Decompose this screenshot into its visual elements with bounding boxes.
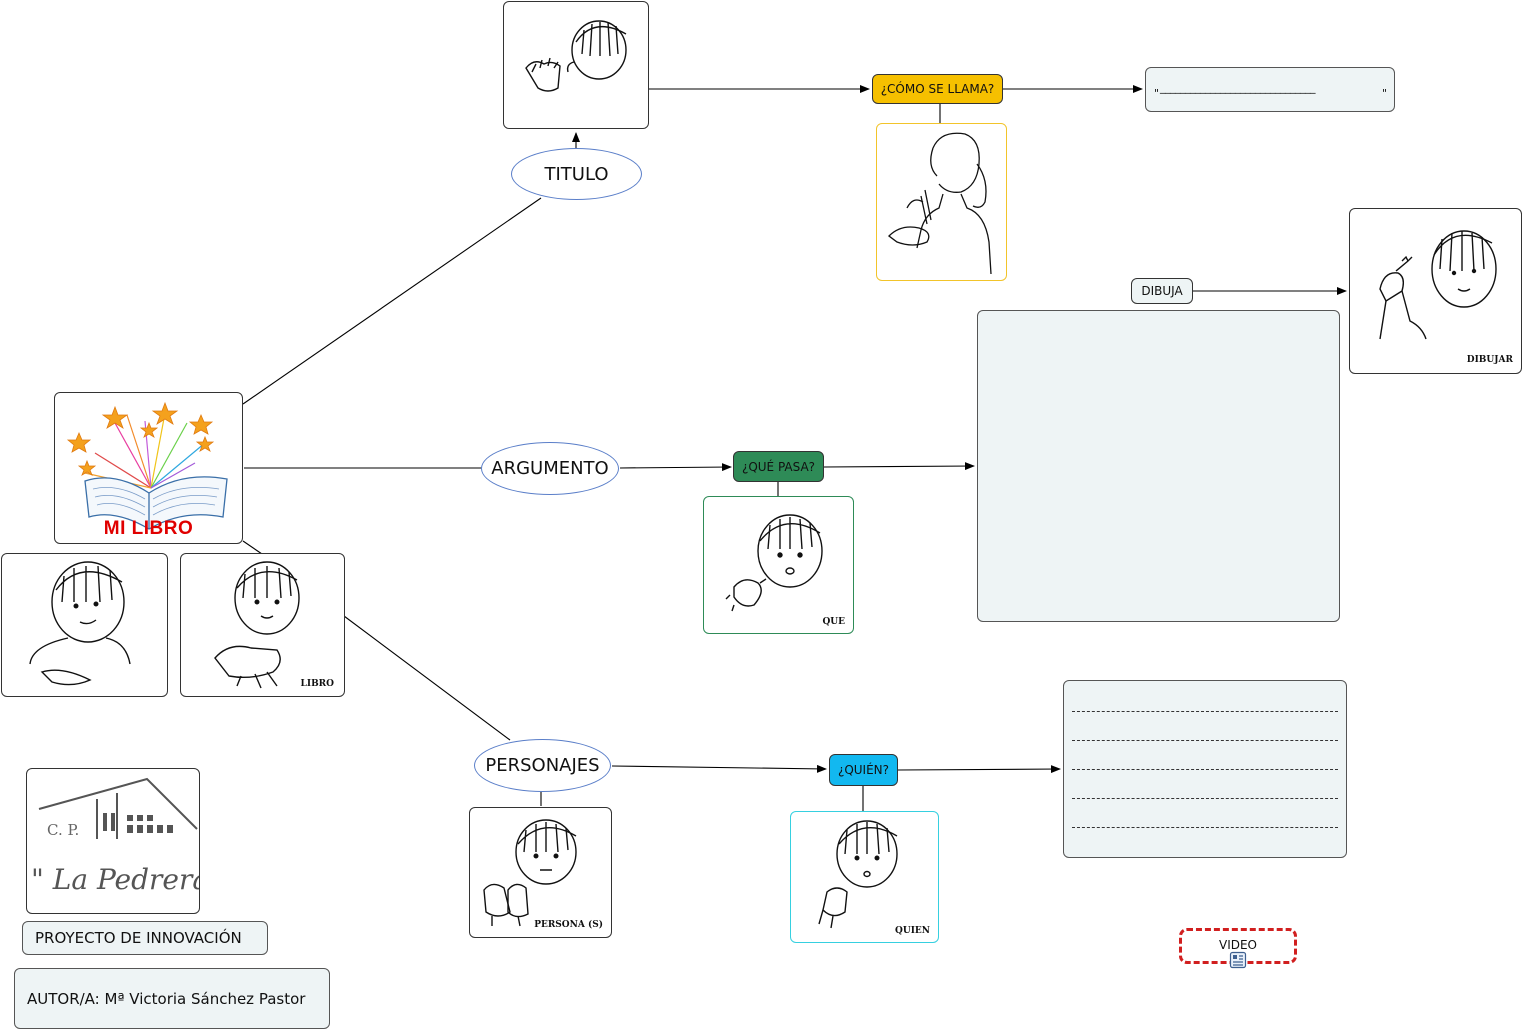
titulo-sign-image: [503, 1, 649, 129]
libro-caption: LIBRO: [300, 679, 334, 689]
school-logo-line1: C. P.: [47, 821, 80, 839]
name-open-quote: ": [1154, 87, 1160, 100]
name-blank-line: _______________________________: [1160, 81, 1316, 94]
dibujar-caption: DIBUJAR: [1466, 355, 1513, 365]
book-fireworks-illustration: [66, 401, 228, 530]
author-text: AUTOR/A: Mª Victoria Sánchez Pastor: [27, 989, 306, 1008]
como-se-llama-sign-image: [876, 123, 1007, 281]
book-name-field[interactable]: " _______________________________ ": [1145, 67, 1395, 112]
central-book-node[interactable]: MI LIBRO: [54, 392, 243, 544]
connector-quien-panel: [897, 765, 1061, 774]
question-dibuja[interactable]: DIBUJA: [1131, 278, 1193, 304]
question-que-pasa[interactable]: ¿QUÉ PASA?: [733, 451, 824, 482]
school-logo: C. P. " La Pedrera": [26, 768, 200, 914]
school-logo-line2: " La Pedrera": [31, 863, 199, 896]
writing-line: [1072, 711, 1338, 712]
name-close-quote: ": [1382, 87, 1388, 100]
libro-sign-image: LIBRO: [180, 553, 345, 697]
document-icon[interactable]: [1229, 951, 1247, 969]
connector-quepasa-panel: [823, 462, 975, 471]
writing-line: [1072, 827, 1338, 828]
connector-libro-personajes: [343, 615, 511, 741]
question-como-se-llama[interactable]: ¿CÓMO SE LLAMA?: [872, 74, 1003, 104]
connector-argumento-quepasa: [619, 463, 732, 472]
connector-book-titulo: [242, 197, 542, 405]
video-label: VIDEO: [1218, 938, 1257, 952]
dibujar-sign-image: DIBUJAR: [1349, 208, 1522, 374]
project-text: PROYECTO DE INNOVACIÓN: [35, 929, 242, 947]
branch-personajes[interactable]: PERSONAJES: [474, 739, 611, 792]
question-quien[interactable]: ¿QUIÉN?: [829, 754, 898, 786]
que-sign-image: QUE: [703, 496, 854, 634]
characters-writing-area[interactable]: [1063, 680, 1347, 858]
question-como-se-llama-label: ¿CÓMO SE LLAMA?: [880, 82, 995, 96]
persona-caption: PERSONA (S): [534, 920, 603, 930]
quien-sign-image: QUIEN: [790, 811, 939, 943]
question-dibuja-label: DIBUJA: [1141, 284, 1183, 298]
branch-titulo[interactable]: TITULO: [511, 148, 642, 200]
branch-argumento[interactable]: ARGUMENTO: [481, 442, 619, 495]
branch-titulo-label: TITULO: [544, 163, 609, 185]
author-label: AUTOR/A: Mª Victoria Sánchez Pastor: [14, 968, 330, 1029]
branch-argumento-label: ARGUMENTO: [491, 458, 609, 479]
que-caption: QUE: [822, 617, 845, 627]
project-label: PROYECTO DE INNOVACIÓN: [22, 921, 268, 955]
writing-line: [1072, 769, 1338, 770]
question-quien-label: ¿QUIÉN?: [837, 763, 890, 777]
persona-sign-image: PERSONA (S): [469, 807, 612, 938]
question-que-pasa-label: ¿QUÉ PASA?: [741, 459, 816, 474]
branch-personajes-label: PERSONAJES: [485, 755, 600, 776]
kid-image: [1, 553, 168, 697]
writing-line: [1072, 740, 1338, 741]
central-book-title: MI LIBRO: [103, 518, 194, 539]
quien-caption: QUIEN: [895, 926, 930, 936]
connector-personajes-quien: [611, 764, 827, 773]
writing-line: [1072, 798, 1338, 799]
drawing-area[interactable]: [977, 310, 1340, 622]
